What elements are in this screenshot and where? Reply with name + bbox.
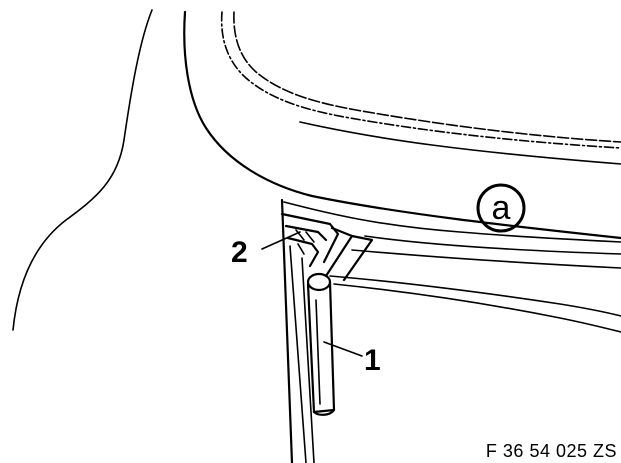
panel-inner-line-3 — [299, 121, 621, 165]
leader-line-1 — [323, 341, 363, 357]
hinge-bracket-hatch — [295, 229, 315, 255]
figure-code: F 36 54 025 ZS — [486, 441, 617, 461]
seal-strip-upper — [364, 235, 621, 255]
post-outer-left — [280, 198, 294, 463]
rod-bottom — [312, 408, 336, 416]
callout-2: 2 — [231, 236, 248, 269]
panel-inner-bevel-2 — [233, 11, 621, 143]
seal-strip-lower — [351, 249, 621, 269]
panel-inner-bevel-1 — [220, 11, 621, 149]
post-inner-right — [301, 257, 315, 463]
rod-highlight — [315, 299, 321, 405]
panel-outer-curve — [183, 10, 621, 240]
strut-right — [342, 234, 374, 282]
callout-1: 1 — [364, 344, 381, 377]
view-marker-letter: a — [492, 189, 511, 227]
leader-line-2 — [261, 231, 301, 250]
body-sweep-lower — [333, 283, 621, 333]
body-sweep-upper — [329, 275, 621, 317]
rod-cap-top — [306, 272, 332, 292]
post-inner-left — [289, 245, 307, 463]
rod-body — [306, 280, 336, 414]
panel-lower-edge — [283, 201, 621, 243]
left-body-outline — [12, 9, 153, 331]
view-marker-circle — [476, 183, 526, 233]
